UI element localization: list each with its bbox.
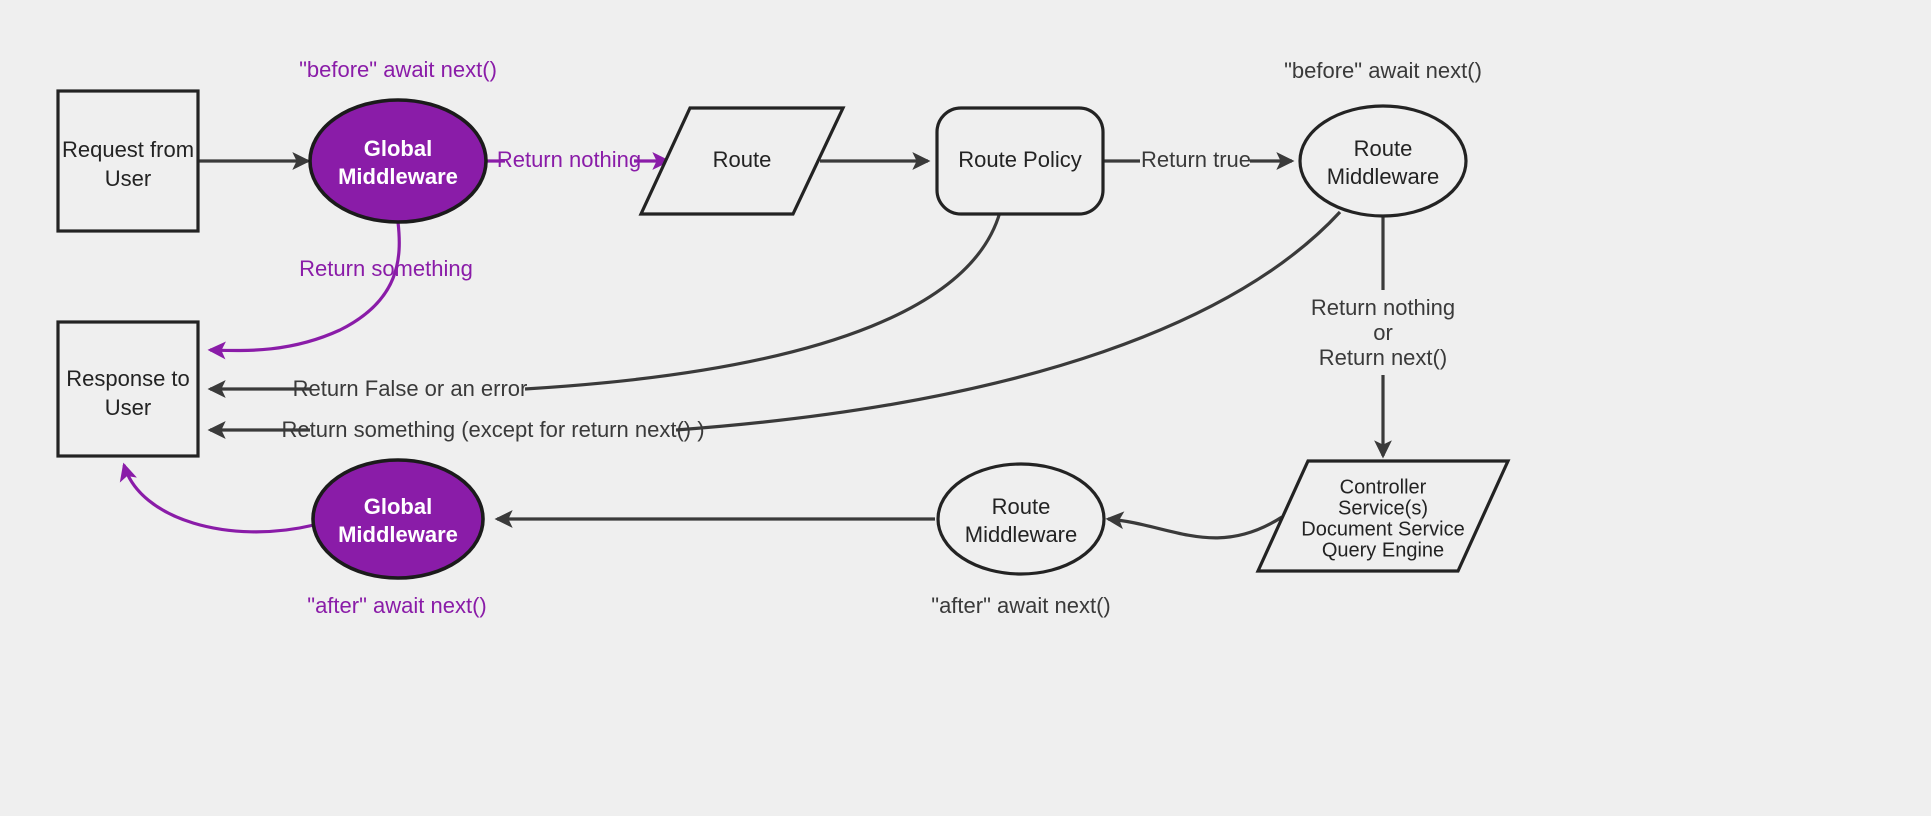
node-route-label: Route (713, 147, 772, 172)
annotation-after-await-next-global: "after" await next() (307, 593, 486, 618)
node-global-middleware-top-label-line1: Global (364, 136, 432, 161)
node-global-middleware-bottom[interactable] (311, 458, 485, 580)
edge-route-middleware-to-response-curve (675, 210, 1342, 432)
node-request-from-user-label-line1: Request from (62, 137, 194, 162)
edge-label-return-something: Return something (299, 256, 473, 281)
edge-controller-to-route-middleware-bottom (1105, 511, 1283, 540)
node-route-middleware-top-label-line2: Middleware (1327, 164, 1440, 189)
edge-label-return-true: Return true (1141, 147, 1251, 172)
node-route-middleware-bottom[interactable] (936, 462, 1106, 576)
node-controller-services-label-line3: Document Service (1301, 518, 1464, 540)
node-request-from-user-label-line2: User (105, 166, 151, 191)
node-response-to-user-label-line1: Response to (66, 366, 190, 391)
node-route-middleware-top[interactable] (1298, 104, 1468, 218)
edge-label-return-nothing: Return nothing (497, 147, 641, 172)
node-global-middleware-bottom-label-line2: Middleware (338, 522, 458, 547)
node-route-policy-label: Route Policy (958, 147, 1082, 172)
node-response-to-user[interactable] (56, 320, 200, 458)
node-controller-services[interactable] (1255, 459, 1511, 573)
node-route-policy[interactable] (935, 106, 1105, 216)
edge-global-middleware-bottom-to-response (119, 462, 315, 534)
edge-label-return-nothing-or-next-line3: Return next() (1319, 345, 1447, 370)
node-global-middleware-top[interactable] (308, 98, 488, 224)
annotation-before-await-next-global: "before" await next() (299, 57, 497, 82)
node-controller-services-label-line1: Controller (1340, 476, 1427, 498)
node-response-to-user-label-line2: User (105, 395, 151, 420)
edge-global-middleware-to-response-return-something (207, 221, 401, 360)
node-global-middleware-bottom-label-line1: Global (364, 494, 432, 519)
node-global-middleware-top-label-line2: Middleware (338, 164, 458, 189)
node-route-middleware-top-label-line1: Route (1354, 136, 1413, 161)
node-controller-services-label-line4: Query Engine (1322, 539, 1444, 561)
node-controller-services-label-line2: Service(s) (1338, 497, 1428, 519)
node-route-middleware-bottom-label-line1: Route (992, 494, 1051, 519)
annotation-after-await-next-route: "after" await next() (931, 593, 1110, 618)
edge-label-return-nothing-or-next-line2: or (1373, 320, 1393, 345)
node-request-from-user[interactable] (56, 89, 200, 233)
annotation-before-await-next-route: "before" await next() (1284, 58, 1482, 83)
edge-route-policy-to-response-curve (524, 211, 1002, 391)
edge-label-return-false-or-error: Return False or an error (293, 376, 528, 401)
node-route-middleware-bottom-label-line2: Middleware (965, 522, 1078, 547)
edge-label-return-something-except: Return something (except for return next… (281, 417, 704, 442)
node-route[interactable] (638, 106, 846, 216)
edge-label-return-nothing-or-next-line1: Return nothing (1311, 295, 1455, 320)
